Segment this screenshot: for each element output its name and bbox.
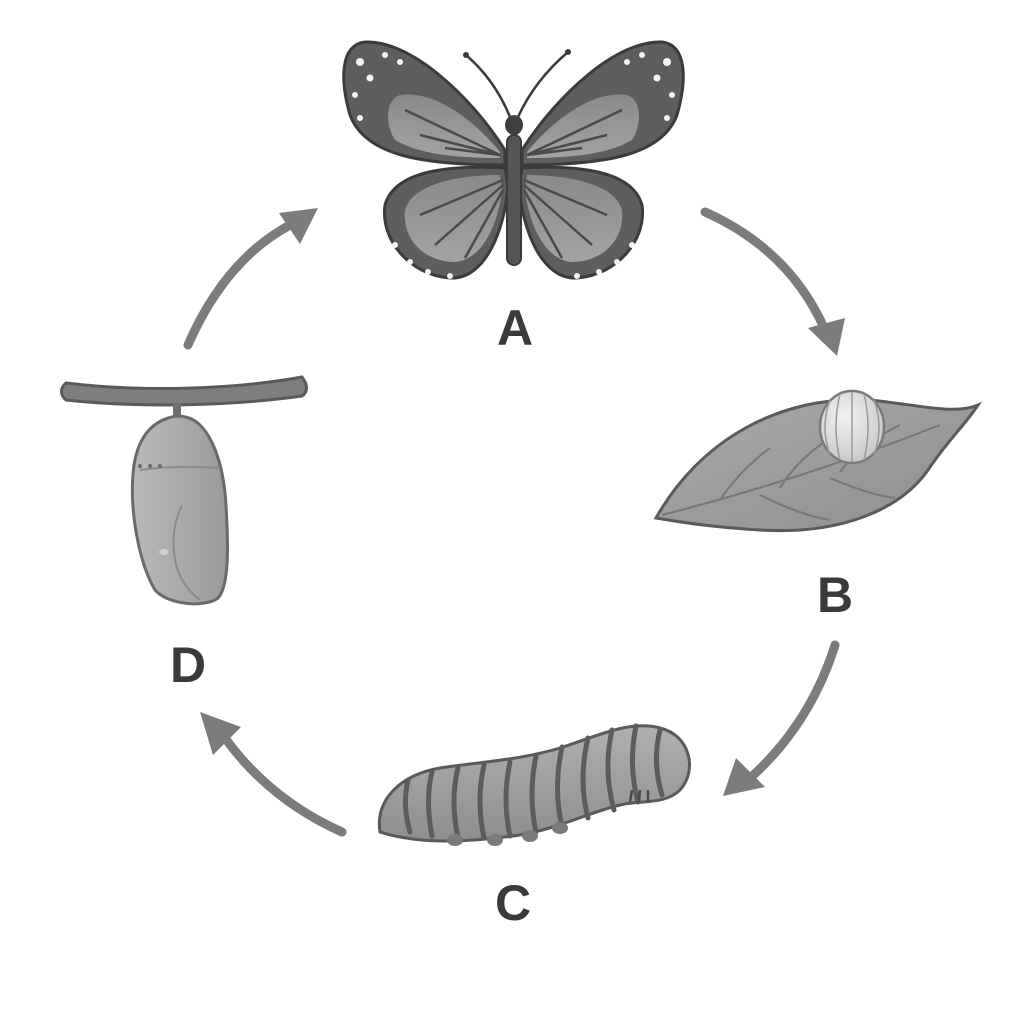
arrow-c-to-d — [200, 712, 347, 837]
egg-on-leaf-icon — [653, 389, 982, 533]
label-c: C — [495, 875, 531, 931]
label-a: A — [497, 300, 533, 356]
butterfly-icon — [342, 40, 685, 280]
cycle-arrows — [183, 207, 845, 837]
arrow-d-to-a — [183, 208, 318, 350]
chrysalis-icon — [60, 375, 308, 606]
label-d: D — [170, 637, 206, 693]
arrow-b-to-c — [723, 640, 840, 796]
label-b: B — [817, 567, 853, 623]
caterpillar-icon — [377, 723, 691, 846]
arrow-a-to-b — [700, 207, 845, 356]
